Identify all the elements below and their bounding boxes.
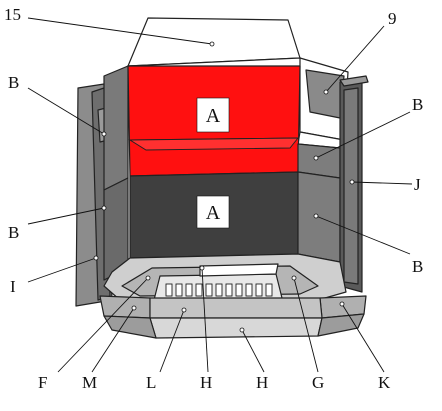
svg-text:A: A bbox=[206, 105, 221, 127]
label-a-lower: A bbox=[196, 195, 230, 229]
label-a-upper: A bbox=[196, 97, 230, 133]
callout-labels: 15 9 B B J B B I F M L H H G K bbox=[4, 5, 423, 392]
part-9-deflector bbox=[297, 57, 349, 149]
leader-dots bbox=[93, 41, 355, 333]
front-base bbox=[99, 295, 367, 339]
callout-9: 9 bbox=[388, 9, 397, 28]
callout-f: F bbox=[38, 373, 47, 392]
leader-lines bbox=[27, 17, 413, 373]
callout-k: K bbox=[378, 373, 391, 392]
right-side-panel-inner bbox=[297, 143, 341, 263]
callout-b-upper-left: B bbox=[8, 73, 19, 92]
callout-h-right: H bbox=[256, 373, 268, 392]
grate-slots bbox=[165, 283, 273, 297]
callout-j: J bbox=[414, 175, 421, 194]
callout-b-lower-right: B bbox=[412, 257, 423, 276]
callout-g: G bbox=[312, 373, 324, 392]
callout-15: 15 bbox=[4, 5, 21, 24]
callout-b-upper-right: B bbox=[412, 95, 423, 114]
callout-h-left: H bbox=[200, 373, 212, 392]
svg-text:A: A bbox=[206, 202, 221, 224]
left-side-panel-inner bbox=[103, 65, 129, 281]
callout-m: M bbox=[82, 373, 97, 392]
right-side-panel-outer bbox=[339, 75, 369, 293]
callout-i: I bbox=[10, 277, 16, 296]
callout-l: L bbox=[146, 373, 156, 392]
callout-b-lower-left: B bbox=[8, 223, 19, 242]
